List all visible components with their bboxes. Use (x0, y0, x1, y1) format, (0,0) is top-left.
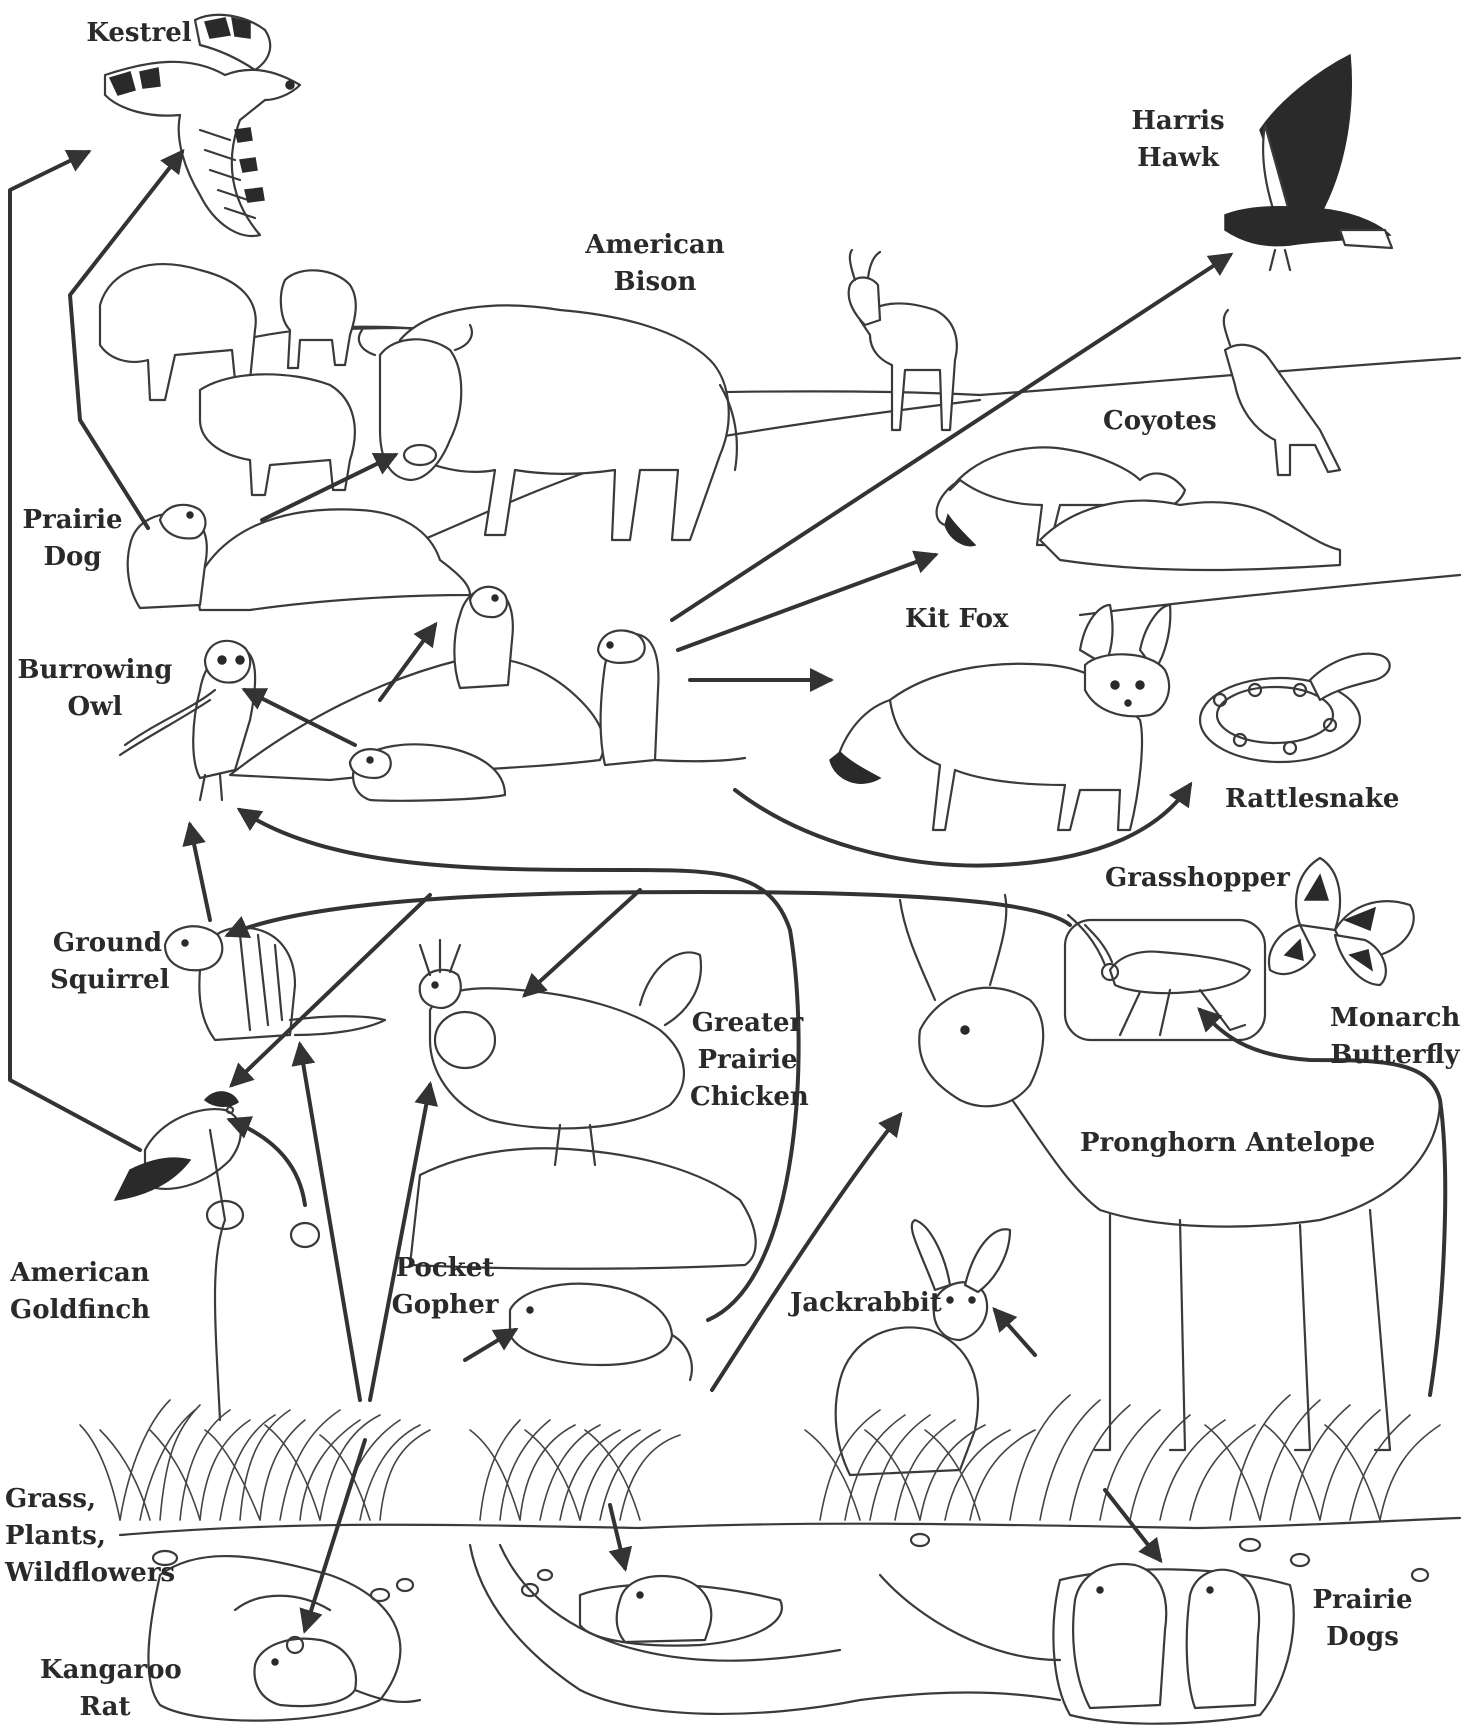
monarch-butterfly-illustration (1269, 858, 1414, 985)
label-american-goldfinch: American Goldfinch (10, 1255, 150, 1329)
harris-hawk-illustration (1225, 55, 1392, 270)
kangaroo-rat-illustration (254, 1637, 420, 1706)
arrow-prairie-dog-to-coyote (678, 555, 935, 650)
pocket-gopher-illustration (510, 1284, 692, 1380)
label-coyotes: Coyotes (1103, 403, 1217, 440)
label-pocket-gopher: Pocket Gopher (390, 1250, 500, 1324)
underground-prairie-dog-illustration (617, 1576, 712, 1642)
arrow-grass-to-prairie-dogs (1105, 1490, 1160, 1560)
arrow-grass-to-kangaroo-rat (305, 1440, 365, 1630)
label-ground-squirrel: Ground Squirrel (50, 925, 165, 999)
label-grasshopper: Grasshopper (1105, 860, 1290, 897)
label-kangaroo-rat: Kangaroo Rat (40, 1652, 170, 1726)
rattlesnake-illustration (1200, 654, 1390, 762)
label-greater-prairie-chicken: Greater Prairie Chicken (690, 1005, 805, 1116)
arrow-grass-to-underground-prairie-dog (610, 1505, 625, 1568)
prairie-dogs-burrow-illustration (1073, 1564, 1259, 1708)
arrow-squirrel-to-owl (190, 825, 210, 920)
kit-fox-illustration (830, 605, 1170, 830)
jackrabbit-illustration (836, 1220, 1010, 1475)
arrow-grasshopper-to-chicken (525, 890, 640, 995)
label-american-bison: American Bison (580, 227, 730, 301)
label-rattlesnake: Rattlesnake (1225, 781, 1399, 818)
grasshopper-illustration (1065, 915, 1265, 1040)
grass-plants-wildflowers-illustration (80, 1395, 1440, 1520)
label-burrowing-owl: Burrowing Owl (15, 652, 175, 726)
ground-squirrel-illustration (165, 926, 385, 1040)
label-monarch-butterfly: Monarch Butterfly (1330, 1000, 1460, 1074)
pronghorn-background-illustration (849, 250, 957, 430)
label-grass-plants-wildflowers: Grass, Plants, Wildflowers (5, 1481, 175, 1592)
label-prairie-dog: Prairie Dog (20, 502, 125, 576)
label-pronghorn-antelope: Pronghorn Antelope (1080, 1125, 1375, 1162)
prairie-dog-illustration (128, 505, 207, 608)
prairie-dog-standing-illustration (454, 587, 512, 688)
arrow-grasshopper-to-squirrel (228, 892, 1070, 935)
greater-prairie-chicken-illustration (420, 940, 701, 1165)
prairie-dog-sentinel-illustration (598, 630, 745, 765)
bison-herd-illustration (100, 264, 737, 540)
label-jackrabbit: Jackrabbit (790, 1285, 942, 1322)
label-kit-fox: Kit Fox (905, 601, 1008, 638)
label-prairie-dogs: Prairie Dogs (1310, 1582, 1415, 1656)
label-harris-hawk: Harris Hawk (1128, 103, 1228, 177)
arrow-grass-to-pocket-gopher (465, 1330, 515, 1360)
label-kestrel: Kestrel (84, 15, 194, 52)
arrow-grass-to-jackrabbit (995, 1310, 1035, 1355)
